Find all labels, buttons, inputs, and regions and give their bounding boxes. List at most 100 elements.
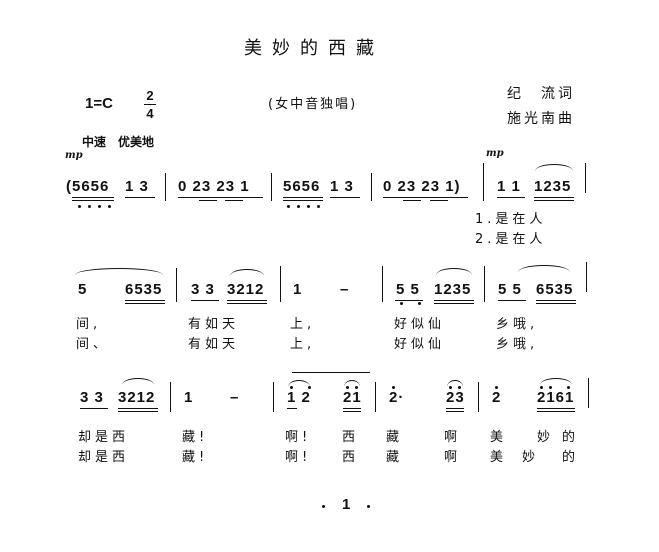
measure-2-4a: 5 5 [396, 281, 420, 298]
slur [122, 378, 154, 385]
lyric-v1-3-8: 妙 [537, 430, 555, 445]
underline [283, 200, 323, 201]
lyric-v1-3-1: 却是西 [78, 430, 130, 445]
high-octave-dot [549, 386, 552, 389]
underline [227, 303, 267, 304]
underline [199, 200, 217, 201]
measure-1-5b: 1235 [534, 178, 572, 195]
measure-3-5b: 2161 [537, 389, 575, 406]
underline [383, 197, 468, 198]
high-octave-dot [458, 386, 461, 389]
composer-credit: 施光南曲 [507, 111, 575, 127]
underline [446, 408, 464, 409]
high-octave-dot [392, 386, 395, 389]
underline [118, 408, 158, 409]
high-octave-dot [567, 386, 570, 389]
measure-3-3a: 1 2 [287, 389, 311, 406]
measure-1-1a: (5656 [66, 178, 110, 195]
lyric-v2-3-2: 藏! [182, 450, 209, 465]
underline [343, 411, 361, 412]
measure-1-4: 0 23 23 1) [383, 178, 461, 195]
barline [271, 173, 272, 201]
high-octave-dot [449, 386, 452, 389]
measure-1-3b: 1 3 [330, 178, 354, 195]
underline [191, 300, 219, 301]
lyric-v2-3-1: 却是西 [78, 450, 130, 465]
low-octave-dot [400, 302, 403, 305]
low-octave-dot [78, 205, 81, 208]
barline [483, 163, 484, 201]
low-octave-dot [307, 205, 310, 208]
lyric-v1-2-5: 乡哦, [496, 317, 539, 332]
barline [375, 382, 376, 412]
underline [403, 200, 421, 201]
underline [118, 411, 158, 412]
barline [478, 382, 479, 412]
underline [343, 408, 361, 409]
low-octave-dot [418, 302, 421, 305]
lyric-v1-3-2: 藏! [182, 430, 209, 445]
measure-1-2: 0 23 23 1 [178, 178, 250, 195]
lyric-v1-2-4: 好似仙 [394, 317, 446, 332]
slur [75, 268, 163, 275]
high-octave-dot [540, 386, 543, 389]
lyricist-credit: 纪 流词 [507, 86, 575, 102]
underline [125, 303, 165, 304]
slur [518, 265, 570, 272]
phrase-line [292, 372, 370, 375]
underline [80, 408, 108, 409]
measure-3-5a: 2 [492, 389, 502, 406]
underline [395, 300, 423, 301]
lyric-v2-3-3: 啊! [285, 450, 312, 465]
tempo-marking: 中速 优美地 [82, 135, 155, 149]
song-subtitle: (女中音独唱) [268, 97, 358, 112]
underline [125, 300, 165, 301]
barline [176, 268, 177, 302]
barline [165, 173, 166, 201]
key-signature: 1=C [85, 95, 113, 112]
time-sig-top: 2 [146, 88, 154, 103]
barline [484, 266, 485, 302]
slur [447, 380, 463, 387]
slur [535, 164, 573, 171]
page-dot-right [367, 505, 370, 508]
time-sig-bar [144, 104, 156, 105]
underline [227, 300, 267, 301]
dynamic-verse: mp [486, 148, 504, 159]
lyric-v1-2-2: 有如天 [188, 317, 240, 332]
lyric-v2-3-9: 的 [562, 450, 580, 465]
lyric-v2-3-7: 美 [490, 450, 508, 465]
page-number: 1 [342, 496, 351, 513]
measure-2-1b: 6535 [125, 281, 163, 298]
measure-3-4a: 2· [389, 389, 405, 406]
slur [436, 268, 472, 275]
lyric-v2-2-4: 好似仙 [394, 337, 446, 352]
lyric-v2-2-1: 间、 [76, 337, 111, 352]
underline [434, 303, 474, 304]
barline [280, 266, 281, 302]
high-octave-dot [290, 386, 293, 389]
measure-3-2a: 1 [184, 389, 194, 406]
measure-2-3a: 1 [293, 281, 303, 298]
dynamic-intro: mp [65, 150, 83, 161]
lyric-v1-3-7: 美 [490, 430, 508, 445]
lyric-v1-3-3: 啊! [285, 430, 312, 445]
underline [330, 197, 360, 198]
underline [497, 197, 525, 198]
underline [283, 197, 323, 198]
measure-1-5a: 1 1 [497, 178, 521, 195]
measure-1-3a: 5656 [283, 178, 321, 195]
lyric-verse1-line1: 1.是在人 [475, 212, 547, 227]
slur [230, 269, 264, 276]
lyric-verse2-line1: 2.是在人 [475, 232, 547, 247]
slur [288, 380, 310, 387]
lyric-v2-3-6: 啊 [444, 450, 462, 465]
high-octave-dot [346, 386, 349, 389]
underline [534, 200, 574, 201]
measure-2-5b: 6535 [536, 281, 574, 298]
measure-2-1a: 5 [78, 281, 88, 298]
underline [536, 300, 576, 301]
lyric-v2-2-2: 有如天 [188, 337, 240, 352]
low-octave-dot [88, 205, 91, 208]
underline [287, 408, 297, 409]
